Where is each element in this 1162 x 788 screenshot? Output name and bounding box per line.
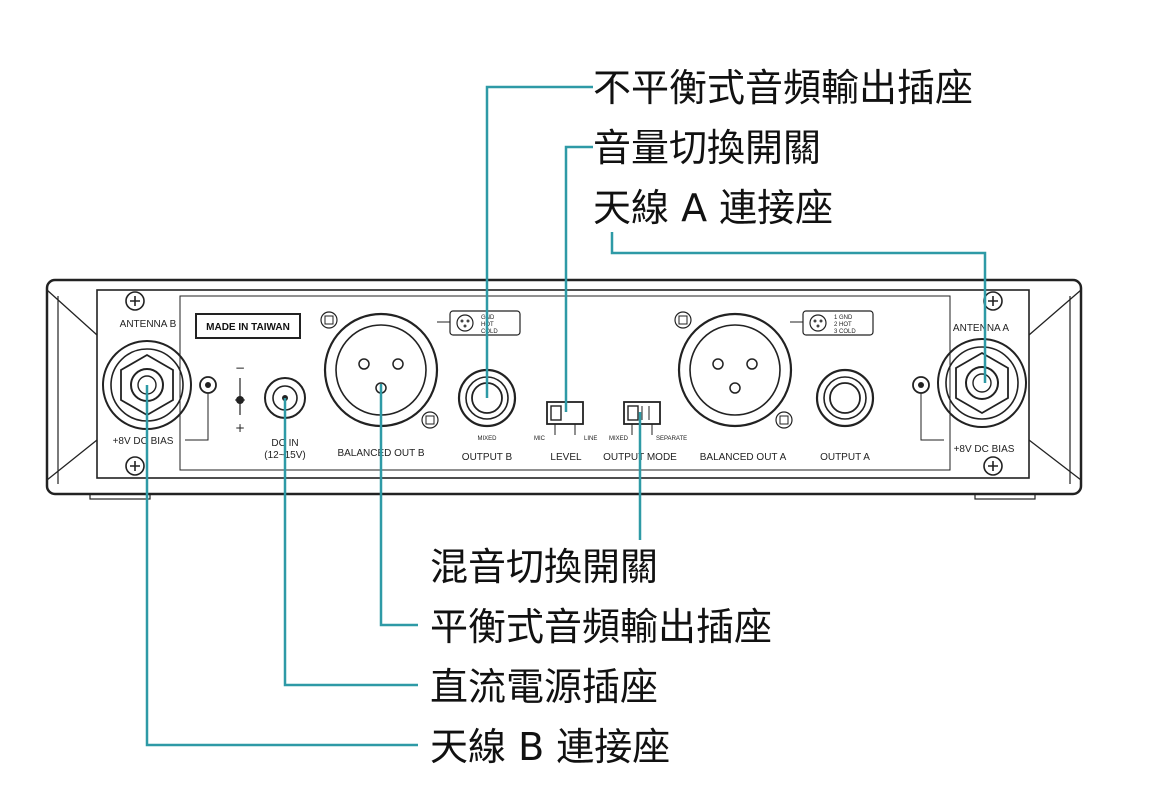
callout-antenna-a: 天線 A 連接座	[593, 186, 833, 230]
output-b-mixed-label: MIXED	[477, 436, 497, 442]
made-in-text: MADE IN TAIWAN	[206, 322, 290, 333]
chassis-bevel	[1028, 289, 1082, 336]
leader-balanced-output	[379, 384, 418, 627]
screw-icon	[125, 291, 145, 311]
level-line-label: LINE	[584, 436, 597, 442]
device-chassis	[45, 278, 1083, 500]
screws	[125, 291, 1003, 476]
callout-unbalanced-output: 不平衡式音頻輸出插座	[593, 66, 973, 110]
chassis-foot	[974, 493, 1036, 500]
chassis-foot	[89, 493, 151, 500]
screw-icon	[125, 456, 145, 476]
screw-icon	[983, 456, 1003, 476]
chassis-bevel	[1028, 439, 1082, 481]
mode-mixed-label: MIXED	[609, 436, 629, 442]
polarity-minus: −	[235, 361, 245, 375]
mode-separate-label: SEPARATE	[656, 436, 687, 442]
callout-antenna-b: 天線 B 連接座	[430, 725, 670, 769]
antenna-a-label: ANTENNA A	[953, 323, 1009, 334]
output-a-connector: OUTPUT A	[815, 368, 875, 463]
pin-gnd-a: 1 GND	[834, 315, 853, 321]
output-mode-switch-body	[623, 401, 661, 425]
bias-a-label: +8V DC BIAS	[954, 444, 1015, 455]
level-mic-label: MIC	[534, 436, 546, 442]
chassis-bevel	[46, 289, 98, 336]
made-in-badge: MADE IN TAIWAN	[195, 313, 301, 339]
screw-icon	[983, 291, 1003, 311]
leader-level-switch	[564, 145, 593, 412]
balanced-out-a-connector: BALANCED OUT A 1 GND 2 HOT 3 COLD	[674, 310, 874, 463]
chassis-bevel	[46, 439, 98, 481]
level-label: LEVEL	[550, 452, 582, 463]
bias-b-label: +8V DC BIAS	[113, 436, 174, 447]
leader-antenna-b	[145, 385, 418, 747]
inner-panel	[179, 295, 951, 471]
callout-balanced-output: 平衡式音頻輸出插座	[430, 605, 772, 649]
polarity-plus: +	[235, 421, 245, 435]
leader-dc-power	[283, 398, 418, 687]
pin-cold-a: 3 COLD	[834, 329, 856, 335]
leader-antenna-a	[610, 232, 987, 383]
leader-lines	[145, 85, 987, 747]
output-b-label: OUTPUT B	[462, 452, 513, 463]
leader-unbalanced-output	[485, 85, 593, 398]
balanced-out-a-label: BALANCED OUT A	[700, 452, 787, 463]
chassis-outer	[45, 278, 1083, 496]
callout-labels: 不平衡式音頻輸出插座 音量切換開關 天線 A 連接座 混音切換開關 平衡式音頻輸…	[430, 66, 973, 769]
callout-level-switch: 音量切換開關	[593, 126, 821, 170]
pin-hot-a: 2 HOT	[834, 322, 852, 328]
chassis-face	[96, 289, 1030, 479]
antenna-a-connector: ANTENNA A +8V DC BIAS	[912, 323, 1027, 455]
output-a-label: OUTPUT A	[820, 452, 870, 463]
pin-cold-b: COLD	[481, 329, 498, 335]
chassis-edge	[57, 296, 1071, 484]
antenna-b-label: ANTENNA B	[120, 319, 177, 330]
callout-mix-switch: 混音切換開關	[430, 545, 658, 589]
output-mode-switch: MIXED SEPARATE OUTPUT MODE	[603, 401, 687, 463]
callout-dc-power: 直流電源插座	[430, 665, 658, 709]
dc-section: − + DC IN (12~15V)	[235, 361, 306, 461]
